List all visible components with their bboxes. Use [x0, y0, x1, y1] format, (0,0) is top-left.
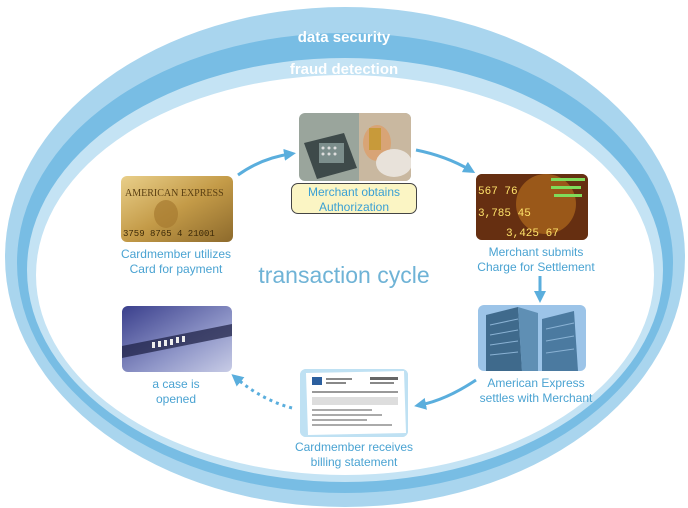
payment-label-line2: Card for payment: [129, 262, 223, 276]
gold-card-photo: AMERICAN EXPRESS 3759 8765 4 21001: [121, 176, 233, 242]
arrow-authorization-to-settlement: [415, 148, 476, 174]
fraud-detection-label: fraud detection: [289, 61, 399, 78]
authorization-label-line2: Authorization: [318, 200, 390, 214]
settles-step-label: American Express settles with Merchant: [466, 376, 606, 406]
payment-step-label: Cardmember utilizes Card for payment: [106, 247, 246, 277]
ticker-number-1: 567 76: [478, 186, 518, 198]
settlement-step-label: Merchant submits Charge for Settlement: [466, 245, 606, 275]
card-magstripe-photo: [122, 306, 232, 372]
ticker-number-2: 3,785 45: [478, 208, 531, 220]
settles-label-line1: American Express: [487, 376, 585, 390]
office-building-photo: [478, 305, 586, 371]
settlement-label-line2: Charge for Settlement: [477, 260, 595, 274]
payment-terminal-photo: [299, 113, 411, 181]
transaction-cycle-title: transaction cycle: [258, 262, 430, 288]
arrow-payment-to-authorization: [237, 148, 296, 177]
case-step-label: a case is opened: [106, 377, 246, 407]
payment-label-line1: Cardmember utilizes: [120, 247, 232, 261]
statement-label-line1: Cardmember receives: [294, 440, 414, 454]
card-number-text: 3759 8765 4 21001: [123, 229, 215, 239]
case-label-line2: opened: [155, 392, 197, 406]
statement-label-line2: billing statement: [310, 455, 398, 469]
arrow-statement-to-case-dotted: [231, 374, 293, 410]
settles-label-line2: settles with Merchant: [479, 391, 593, 405]
arrow-settles-to-statement: [414, 378, 477, 410]
stock-ticker-photo: 567 76 3,785 45 3,425 67: [476, 174, 588, 240]
ticker-number-3: 3,425 67: [506, 228, 559, 240]
case-label-line1: a case is: [152, 377, 200, 391]
statement-step-label: Cardmember receives billing statement: [284, 440, 424, 470]
data-security-label: data security: [297, 29, 391, 46]
settlement-label-line1: Merchant submits: [488, 245, 584, 259]
authorization-label-line1: Merchant obtains: [307, 185, 401, 199]
card-brand-text: AMERICAN EXPRESS: [125, 188, 224, 199]
billing-statement-photo: [300, 369, 408, 437]
authorization-step-box: Merchant obtains Authorization: [291, 183, 417, 214]
